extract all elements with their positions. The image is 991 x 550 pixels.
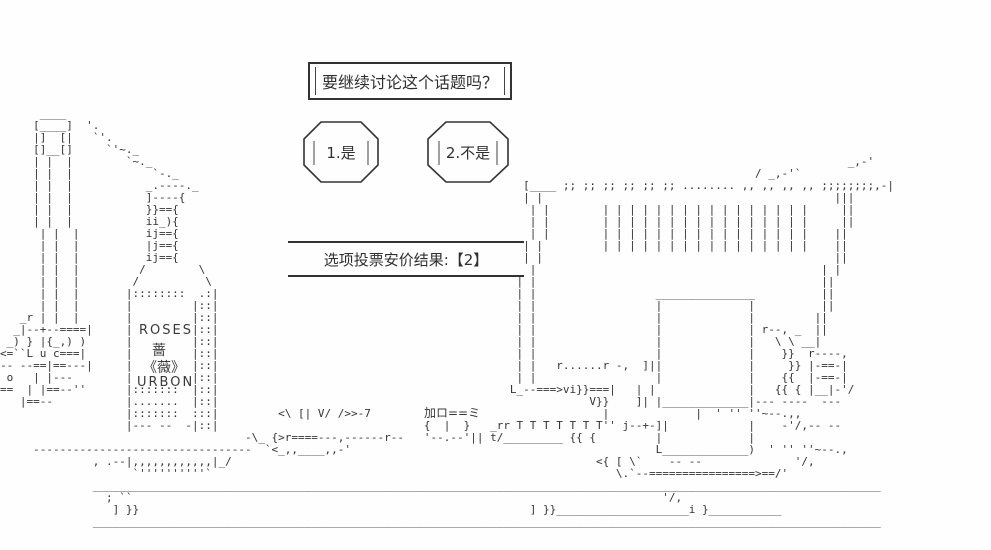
bottle-label-roses: ROSES <box>139 323 193 338</box>
octagon-outline-icon <box>427 121 509 183</box>
option-button-no[interactable]: 2.不是 <box>427 121 509 183</box>
vote-result-banner: 选项投票安价结果:【2】 <box>288 241 524 277</box>
octagon-outline-icon <box>303 121 379 183</box>
ascii-art-layer: ____ [____] '. |] [| `'. []__[] `'~._ | … <box>0 107 895 528</box>
bottle-label-kanji-rose1: 蔷 <box>152 343 166 359</box>
bottle-label-urbon: URBON <box>137 375 195 390</box>
dialog-text: 要继续讨论这个话题吗？ <box>315 67 505 95</box>
dialog-box: 要继续讨论这个话题吗？ <box>308 62 512 100</box>
option-label-yes: 1.是 <box>326 143 356 162</box>
option-button-yes[interactable]: 1.是 <box>303 121 379 183</box>
option-label-no: 2.不是 <box>445 143 491 162</box>
kana-gadget-text: 加ロ==ミ <box>424 406 481 420</box>
bottle-label-kanji-rose2: 《薇》 <box>143 360 185 376</box>
